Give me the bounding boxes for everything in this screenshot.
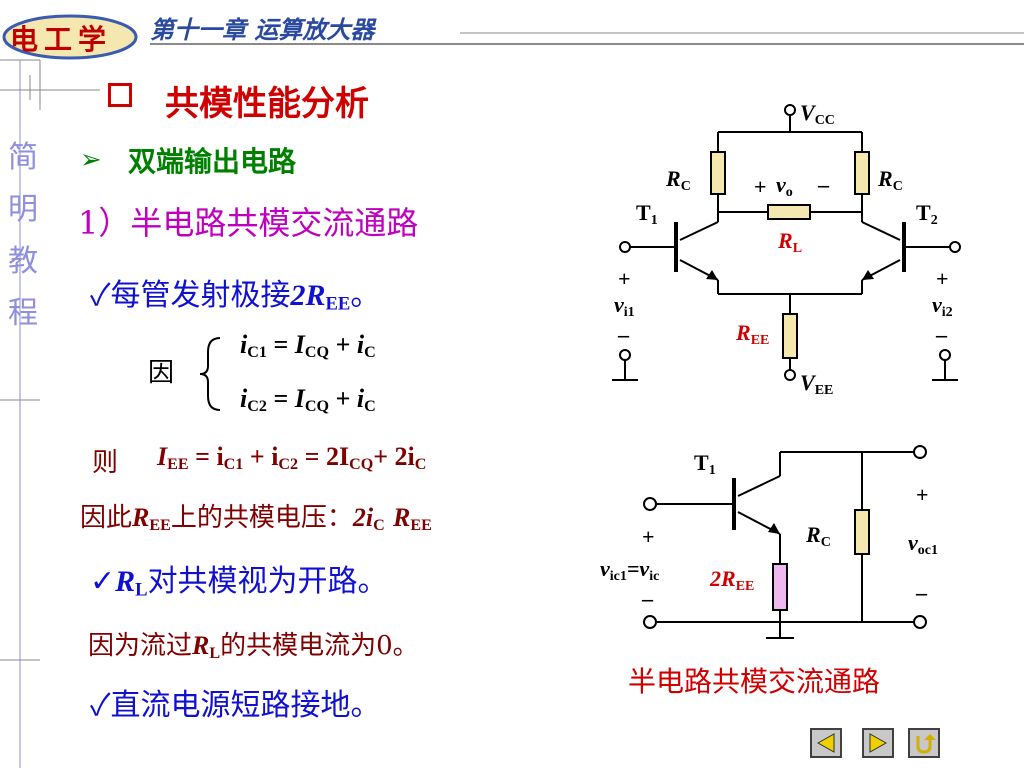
svg-text:RL: RL <box>777 228 802 256</box>
svg-text:vi2: vi2 <box>932 292 953 320</box>
next-button[interactable] <box>862 728 894 758</box>
svg-text:vic1=vic: vic1=vic <box>600 556 659 584</box>
side-label: 简明教程 <box>8 140 38 331</box>
svg-text:vo: vo <box>776 172 793 200</box>
svg-text:T2: T2 <box>916 200 938 228</box>
check-icon: ✓ <box>90 688 111 723</box>
svg-text:–: – <box>915 580 928 605</box>
return-arrow-icon <box>916 734 936 754</box>
check-icon: ✓ <box>90 564 116 599</box>
svg-text:+: + <box>642 524 655 549</box>
svg-text:vi1: vi1 <box>614 292 635 320</box>
svg-text:+: + <box>754 174 767 199</box>
circuit-half-common-mode: T1 RC 2REE + vic1=vic – + voc1 – <box>600 445 938 639</box>
svg-text:T1: T1 <box>694 450 716 478</box>
arrow-bullet-icon: ➢ <box>80 145 102 175</box>
svg-text:voc1: voc1 <box>908 530 938 558</box>
svg-text:RC: RC <box>665 166 691 194</box>
point2: ✓RL对共模视为开路。 <box>90 564 388 601</box>
logo-text: 电工学 <box>10 23 113 56</box>
chapter-title: 第十一章 运算放大器 <box>150 15 375 44</box>
svg-text:–: – <box>817 172 830 197</box>
svg-text:–: – <box>641 586 654 611</box>
point1: ✓每管发射极接2REE。 <box>90 270 380 316</box>
point1-expr: 2R <box>290 279 326 312</box>
equation-ic1: iC1 = ICQ + iC <box>240 330 376 362</box>
equation-ic2: iC2 = ICQ + iC <box>240 384 376 416</box>
half-circuit-caption: 半电路共模交流通路 <box>628 665 881 698</box>
svg-text:2REE: 2REE <box>709 566 754 594</box>
subsection-title: 双端输出电路 <box>128 145 297 178</box>
point1-tail: 。 <box>350 278 381 313</box>
svg-text:+: + <box>618 266 631 291</box>
point3: ✓直流电源短路接地。 <box>90 688 381 723</box>
svg-text:RC: RC <box>877 166 903 194</box>
cm-voltage-line: 因此REE上的共模电压：2iC REE <box>80 503 432 535</box>
section-title: 共模性能分析 <box>165 84 369 124</box>
svg-text:+: + <box>936 266 949 291</box>
rl-note: 因为流过RL的共模电流为0。 <box>88 631 419 663</box>
svg-text:VCC: VCC <box>800 100 835 128</box>
bullet-box-icon <box>108 83 132 107</box>
svg-text:–: – <box>617 322 630 347</box>
logo: 电工学 <box>0 12 140 62</box>
svg-text:RC: RC <box>805 522 831 550</box>
svg-text:+: + <box>916 482 929 507</box>
step1-title: 1）半电路共模交流通路 <box>78 204 419 242</box>
circuit-differential-amp: VCC RC RC + vo – RL T1 T2 + vi1 – + vi2 … <box>612 100 961 398</box>
arrow-left-icon <box>816 733 835 753</box>
return-button[interactable] <box>908 728 940 758</box>
since-label: 因 <box>148 358 175 388</box>
check-icon: ✓ <box>90 278 111 313</box>
svg-text:REE: REE <box>735 320 769 348</box>
arrow-right-icon <box>869 733 888 753</box>
svg-text:–: – <box>935 322 948 347</box>
then-label: 则 <box>92 448 119 478</box>
point1-text: 每管发射极接 <box>110 278 291 313</box>
brace-icon <box>199 337 221 411</box>
svg-text:T1: T1 <box>636 200 658 228</box>
prev-button[interactable] <box>810 728 842 758</box>
svg-text:VEE: VEE <box>800 370 833 398</box>
point1-sub: EE <box>325 293 351 315</box>
equation-iee: IEE = iC1 + iC2 = 2ICQ+ 2iC <box>157 442 427 474</box>
